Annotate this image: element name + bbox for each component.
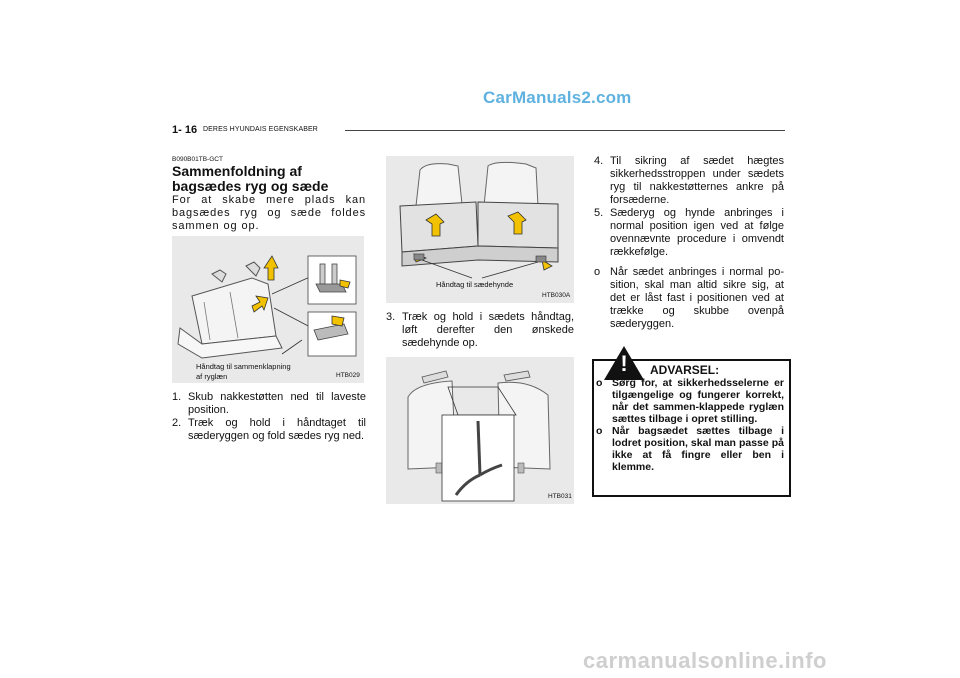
seat-strap-illustration	[407, 370, 551, 502]
figure-htb029: Håndtag til sammenklapning af ryglæn HTB…	[172, 236, 364, 383]
intro-paragraph: For at skabe mere plads kan bagsædes ryg…	[172, 194, 366, 232]
list-item: 5. Sæderyg og hynde anbringes i normal p…	[594, 207, 784, 258]
arrow-icon	[541, 259, 553, 271]
arrow-icon	[425, 213, 445, 237]
figure-code: HTB031	[548, 493, 572, 500]
list-item: 3. Træk og hold i sædets håndtag, løft d…	[386, 311, 574, 349]
figure-htb031: HTB031	[386, 357, 574, 504]
watermark-top[interactable]: CarManuals2.com	[483, 88, 632, 107]
steps-list-left: 1. Skub nakkestøtten ned til laveste pos…	[172, 391, 366, 443]
section-title: DERES HYUNDAIS EGENSKABER	[203, 126, 318, 133]
figure-code: HTB030A	[542, 292, 571, 299]
header-rule	[345, 130, 785, 131]
rear-seat-fold-illustration	[177, 255, 357, 359]
warning-list: o Sørg for, at sikkerhedsselerne er tilg…	[596, 377, 784, 473]
steps-list-middle: 3. Træk og hold i sædets håndtag, løft d…	[386, 311, 574, 350]
section-code: B090B01TB-GCT	[172, 156, 223, 163]
list-item: 1. Skub nakkestøtten ned til laveste pos…	[172, 391, 366, 416]
figure-htb030a: Håndtag til sædehynde HTB030A	[386, 156, 574, 303]
steps-list-right: 4. Til sikring af sædet hægtes sikkerhed…	[594, 155, 784, 331]
arrow-icon	[507, 211, 527, 235]
figure-caption: Håndtag til sædehynde	[436, 280, 514, 289]
figure-code: HTB029	[336, 372, 360, 379]
list-item: 4. Til sikring af sædet hægtes sikkerhed…	[594, 155, 784, 206]
warning-box	[592, 359, 791, 497]
watermark-bottom[interactable]: carmanualsonline.info	[583, 648, 827, 673]
section-heading: Sammenfoldning af bagsædes ryg og sæde	[172, 163, 329, 194]
figure-caption: Håndtag til sammenklapning af ryglæn	[196, 362, 291, 381]
warning-triangle-icon	[604, 346, 644, 380]
seat-cushion-lift-illustration	[399, 161, 559, 279]
warning-title: ADVARSEL:	[650, 363, 720, 377]
arrow-icon	[251, 295, 269, 313]
list-item: 2. Træk og hold i håndtaget til sæderygg…	[172, 417, 366, 442]
arrow-icon	[263, 255, 279, 281]
list-item: o Når sædet anbringes i normal po-sition…	[594, 266, 784, 330]
list-item: o Når bagsædet sættes tilbage i lodret p…	[596, 425, 784, 473]
exclamation-icon: !	[620, 351, 628, 376]
page-number: 1- 16	[172, 124, 198, 136]
list-item: o Sørg for, at sikkerhedsselerne er tilg…	[596, 377, 784, 425]
